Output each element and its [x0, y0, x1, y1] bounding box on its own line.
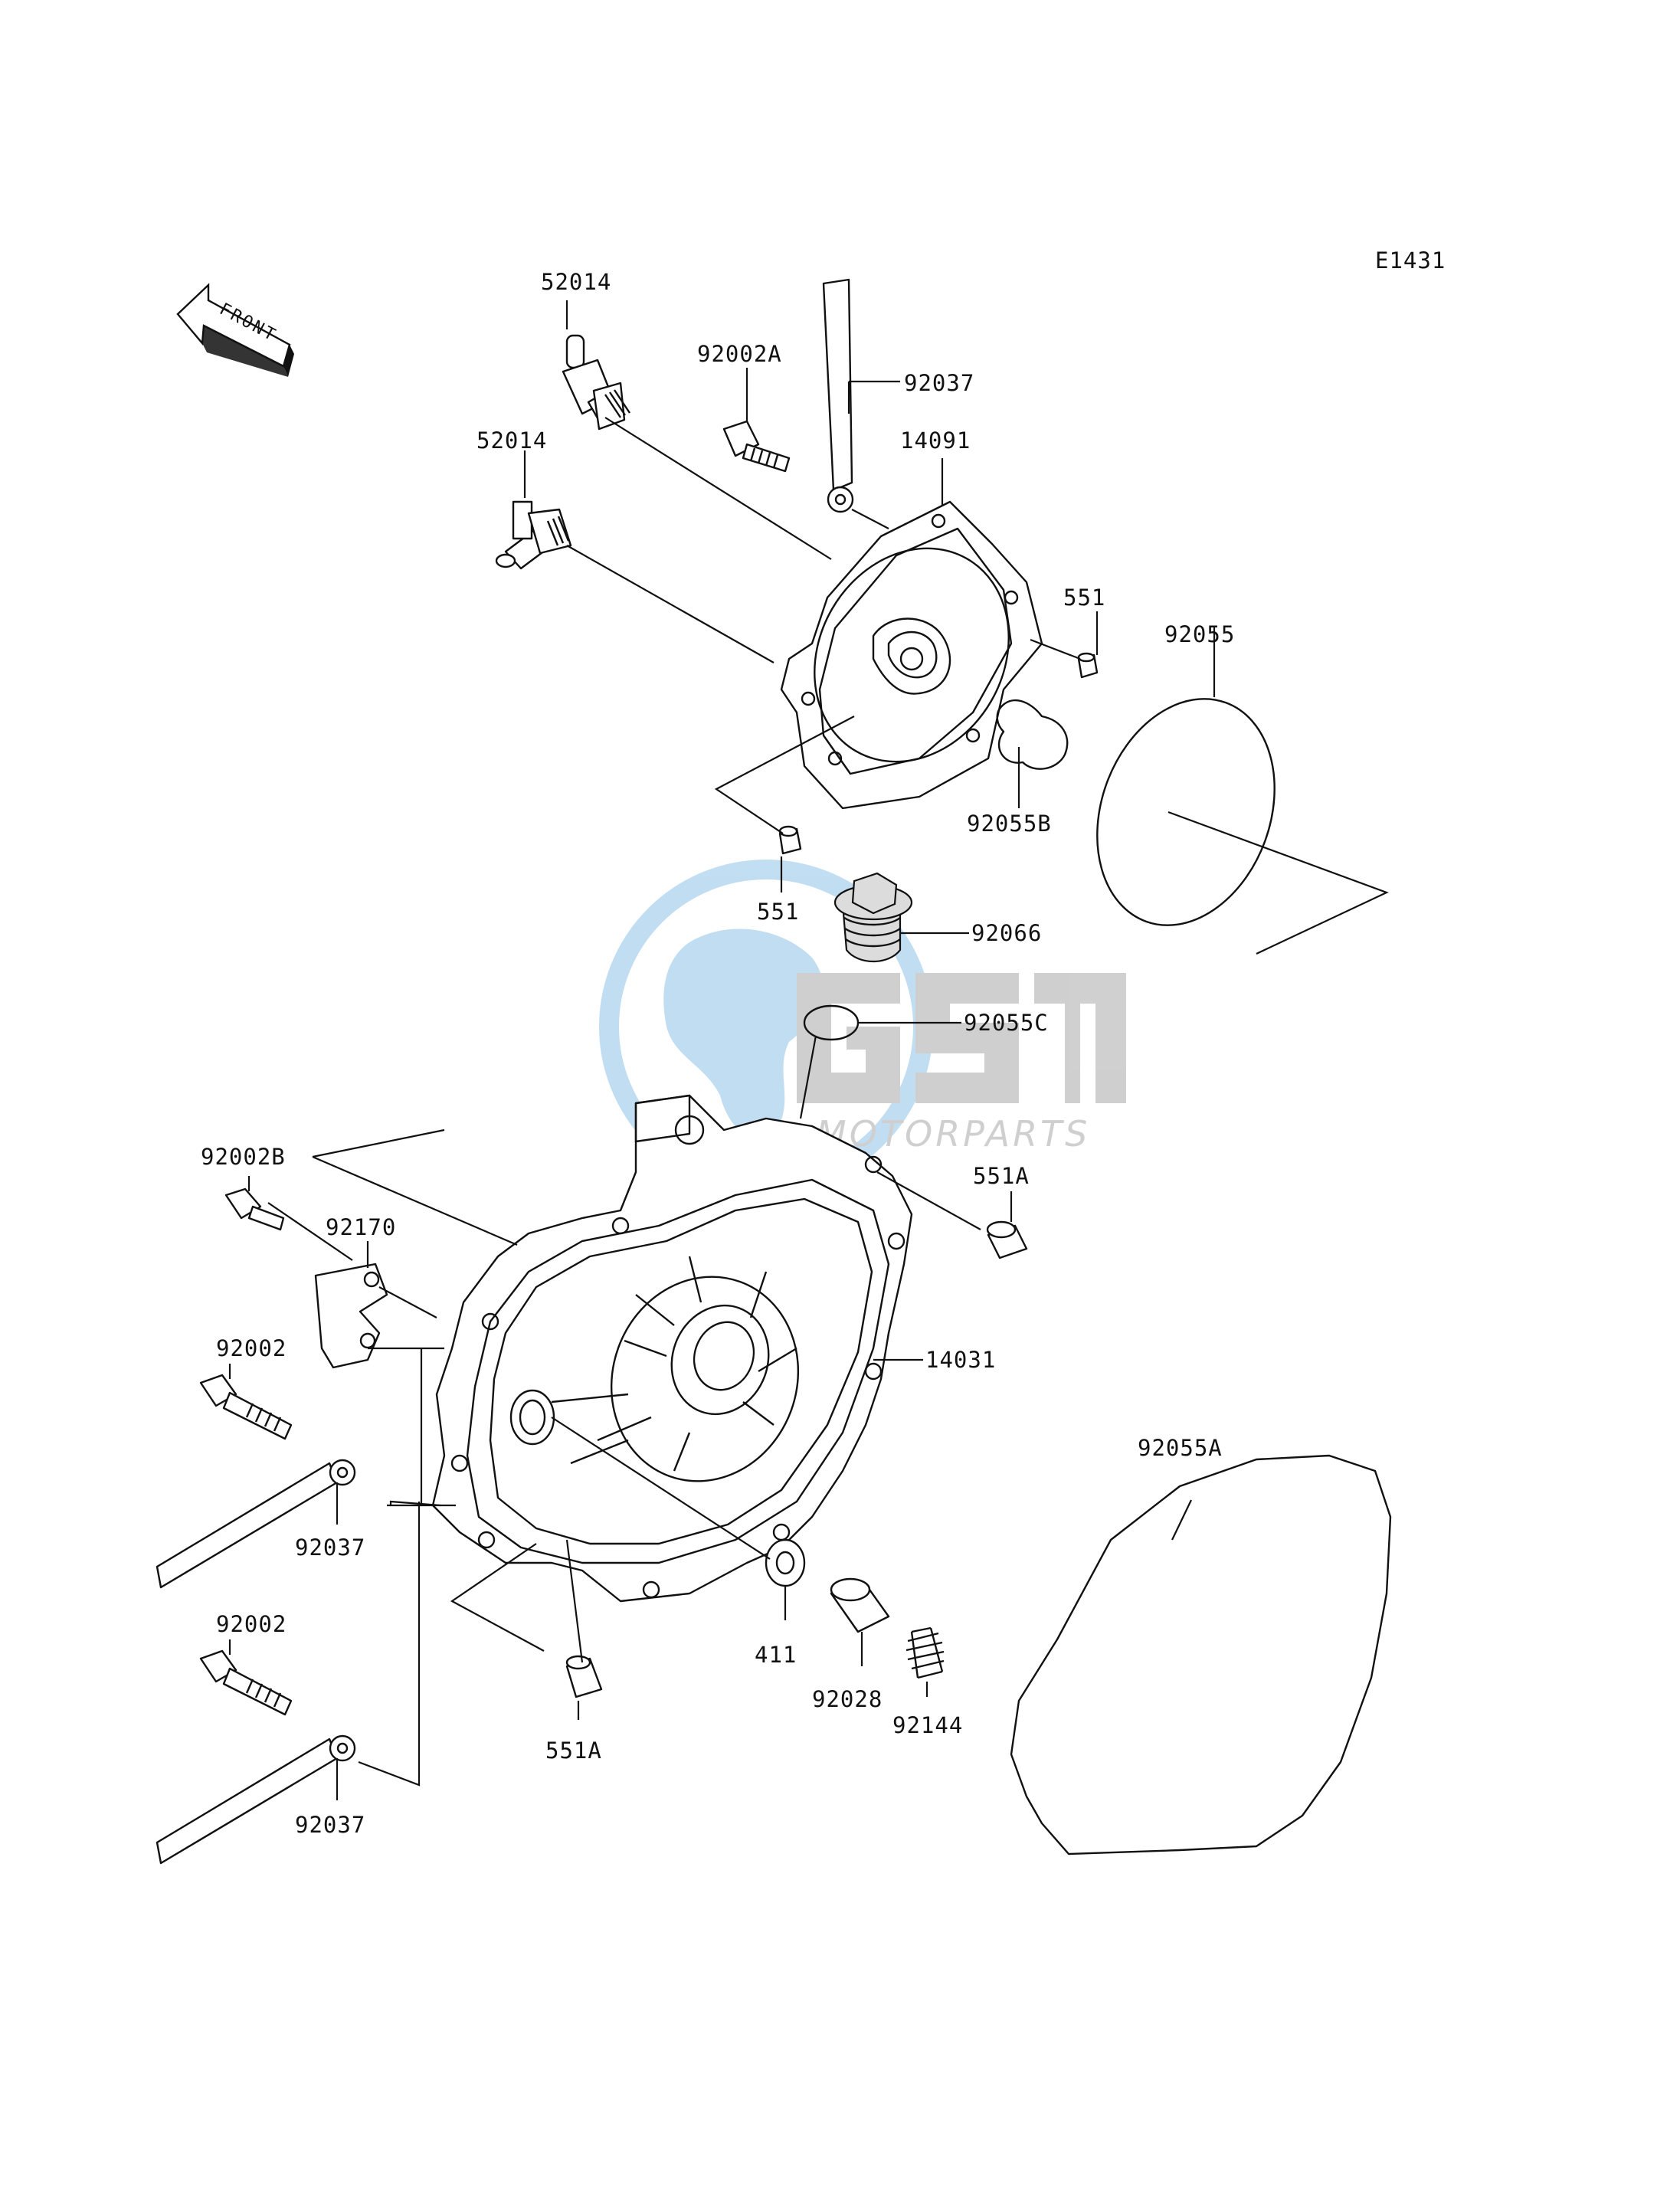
part-92002-bolt-lower [199, 1649, 293, 1716]
part-92002B-bolt [224, 1187, 285, 1231]
part-92037-strap-bot [156, 1734, 356, 1865]
part-92170-bracket [314, 1263, 388, 1369]
label-92055A: 92055A [1138, 1435, 1223, 1461]
part-411-washer [765, 1538, 806, 1587]
label-92037-mid: 92037 [295, 1534, 365, 1561]
part-92028-bushing [830, 1577, 890, 1633]
part-92002-bolt-upper [199, 1374, 293, 1440]
part-92055A-gasket [1010, 1454, 1392, 1855]
label-92055B: 92055B [967, 811, 1052, 837]
leader-lines [228, 300, 1389, 1800]
label-14031: 14031 [925, 1347, 996, 1373]
watermark-globe-land [663, 929, 824, 1139]
part-92055-oring [1096, 698, 1276, 926]
part-14031-housing [431, 1094, 913, 1603]
watermark-brand: MOTORPARTS [816, 1113, 1090, 1155]
label-14091: 14091 [900, 427, 971, 454]
label-92170: 92170 [326, 1214, 396, 1240]
label-92055: 92055 [1164, 621, 1235, 647]
diagram-code: E1431 [1375, 247, 1446, 273]
front-arrow-icon: FRONT [176, 283, 294, 377]
part-14091-cover-plate [780, 500, 1043, 810]
part-92037-strap-mid [156, 1459, 356, 1589]
label-92002-lower: 92002 [216, 1611, 287, 1637]
part-551A-dowel-upper [986, 1220, 1028, 1259]
part-92144-spring [905, 1626, 945, 1679]
label-551-lower: 551 [757, 899, 799, 925]
part-551A-dowel-lower [565, 1655, 603, 1698]
part-52014-elbow-top [562, 334, 630, 431]
label-92028: 92028 [812, 1686, 883, 1712]
part-92002A-bolt [722, 420, 791, 473]
label-52014-mid: 52014 [476, 427, 547, 454]
part-551-dowel-lower [778, 825, 802, 855]
label-551A-upper: 551A [973, 1163, 1030, 1189]
label-411: 411 [755, 1642, 797, 1668]
label-92066: 92066 [971, 920, 1042, 946]
watermark-letters [797, 973, 1126, 1103]
label-92002B: 92002B [201, 1144, 286, 1170]
label-92002-upper: 92002 [216, 1335, 287, 1361]
label-52014-top: 52014 [541, 269, 611, 295]
part-52014-elbow-mid [495, 500, 572, 570]
label-92037-bot: 92037 [295, 1812, 365, 1838]
part-labels: 52014 92002A 92037 52014 14091 551 92055… [201, 269, 1235, 1838]
label-551-upper: 551 [1063, 585, 1105, 611]
label-92055C: 92055C [964, 1010, 1049, 1036]
label-92037-top: 92037 [904, 370, 974, 396]
label-92002A: 92002A [697, 341, 782, 367]
label-551A-lower: 551A [545, 1738, 602, 1764]
label-92144: 92144 [892, 1712, 963, 1738]
part-92066-plug [833, 872, 913, 963]
part-92055B-oring [996, 699, 1069, 770]
part-551-dowel-upper [1077, 652, 1099, 679]
part-92037-strap-top [822, 278, 854, 513]
